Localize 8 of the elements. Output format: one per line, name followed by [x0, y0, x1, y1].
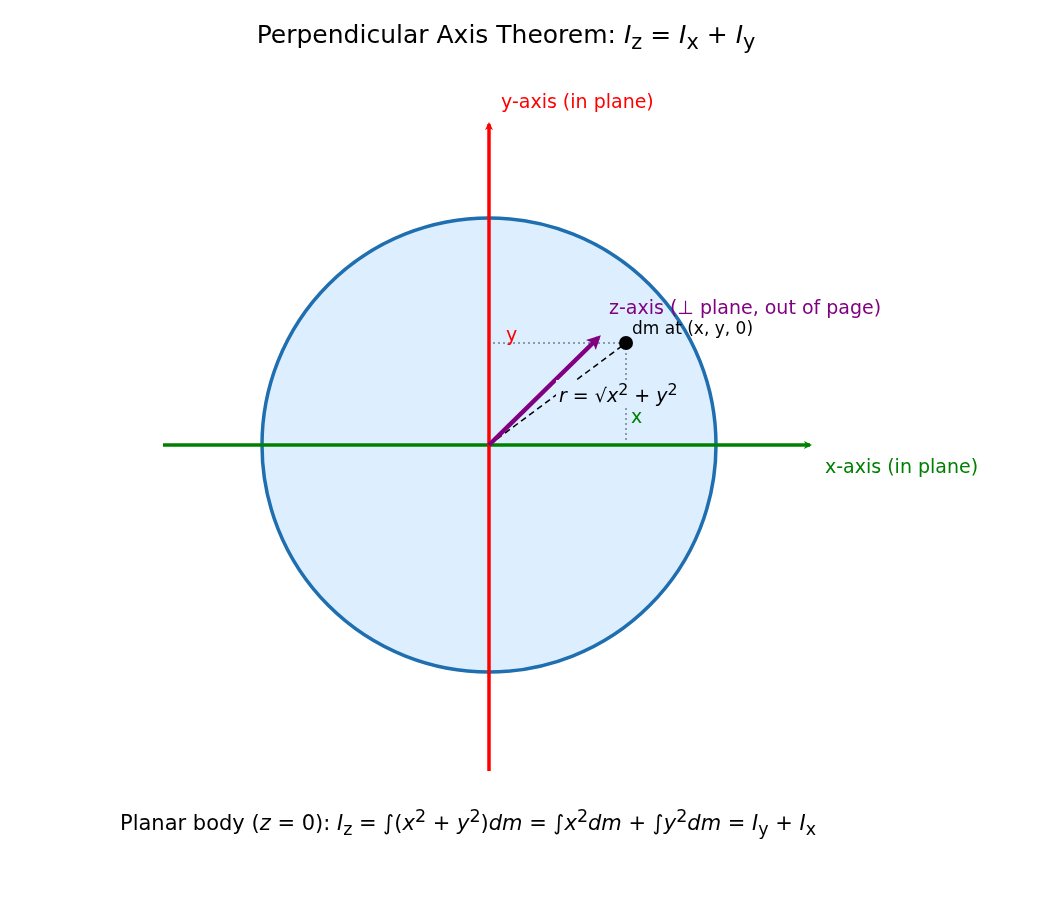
- coordinate-label: x: [631, 405, 643, 427]
- point-label: dm at (x, y, 0): [632, 318, 754, 338]
- axis-label: y-axis (in plane): [501, 90, 654, 112]
- coordinate-label: y: [506, 323, 518, 345]
- axis-label: x-axis (in plane): [825, 455, 979, 477]
- formula-caption: Planar body (z = 0): I$_{z}$ = ∫(x$^{2}$ + y$^{2}$)dm = ∫x$^{2}$dm + ∫y$^{2}$dm = I$_{y}$ + I$_{x}$: [120, 806, 817, 840]
- axis-label: z-axis (⊥ plane, out of page): [609, 296, 882, 318]
- diagram-title: Perpendicular Axis Theorem: I$_{z}$ = I$_{x}$ + I$_{y}$: [256, 20, 756, 54]
